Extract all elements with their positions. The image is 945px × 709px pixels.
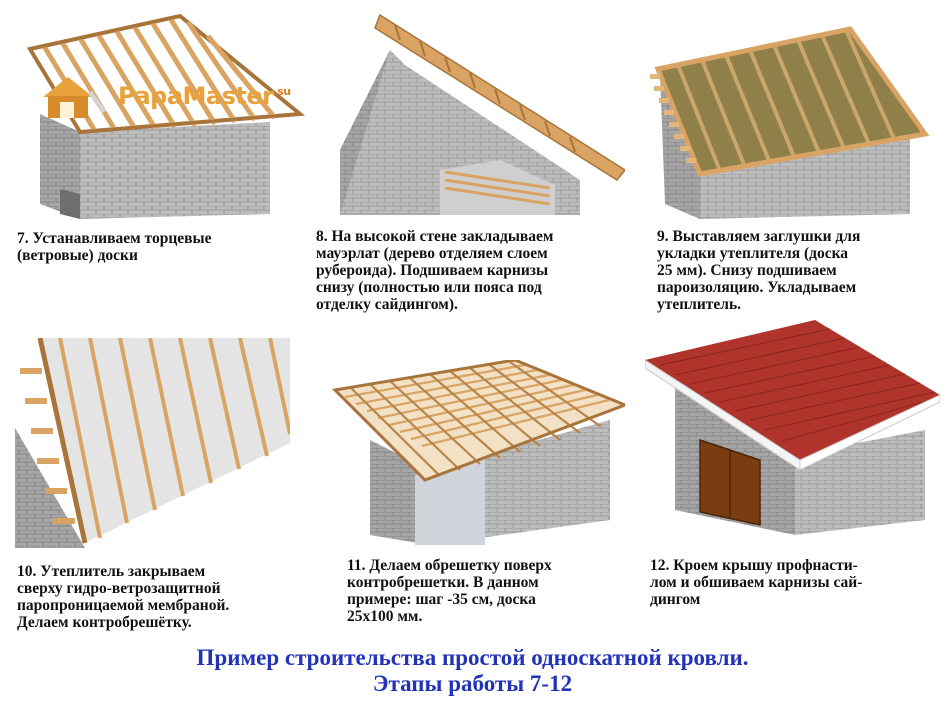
illustration-step-8 [340,13,625,215]
illustration-step-7 [26,14,306,219]
caption-step-8: 8. На высокой стене закладываем мауэрлат… [316,228,554,313]
logo-wordmark: PapaMaster.su [118,82,291,110]
papamaster-logo: PapaMaster.su [38,72,308,122]
illustration-step-9 [650,26,930,219]
caption-step-12: 12. Кроем крышу профнасти- лом и обшивае… [650,557,863,608]
caption-step-7: 7. Устанавливаем торцевые (ветровые) дос… [17,230,212,264]
page-title: Пример строительства простой односкатной… [196,645,749,696]
caption-step-11: 11. Делаем обрешетку поверх контробрешет… [347,557,552,625]
illustration-step-12 [645,320,940,535]
illustration-step-10 [15,338,290,548]
caption-step-9: 9. Выставляем заглушки для укладки утепл… [657,228,861,313]
illustration-step-11 [331,360,625,545]
house-logo-icon [43,77,107,118]
caption-step-10: 10. Утеплитель закрываем сверху гидро-ве… [17,563,230,631]
